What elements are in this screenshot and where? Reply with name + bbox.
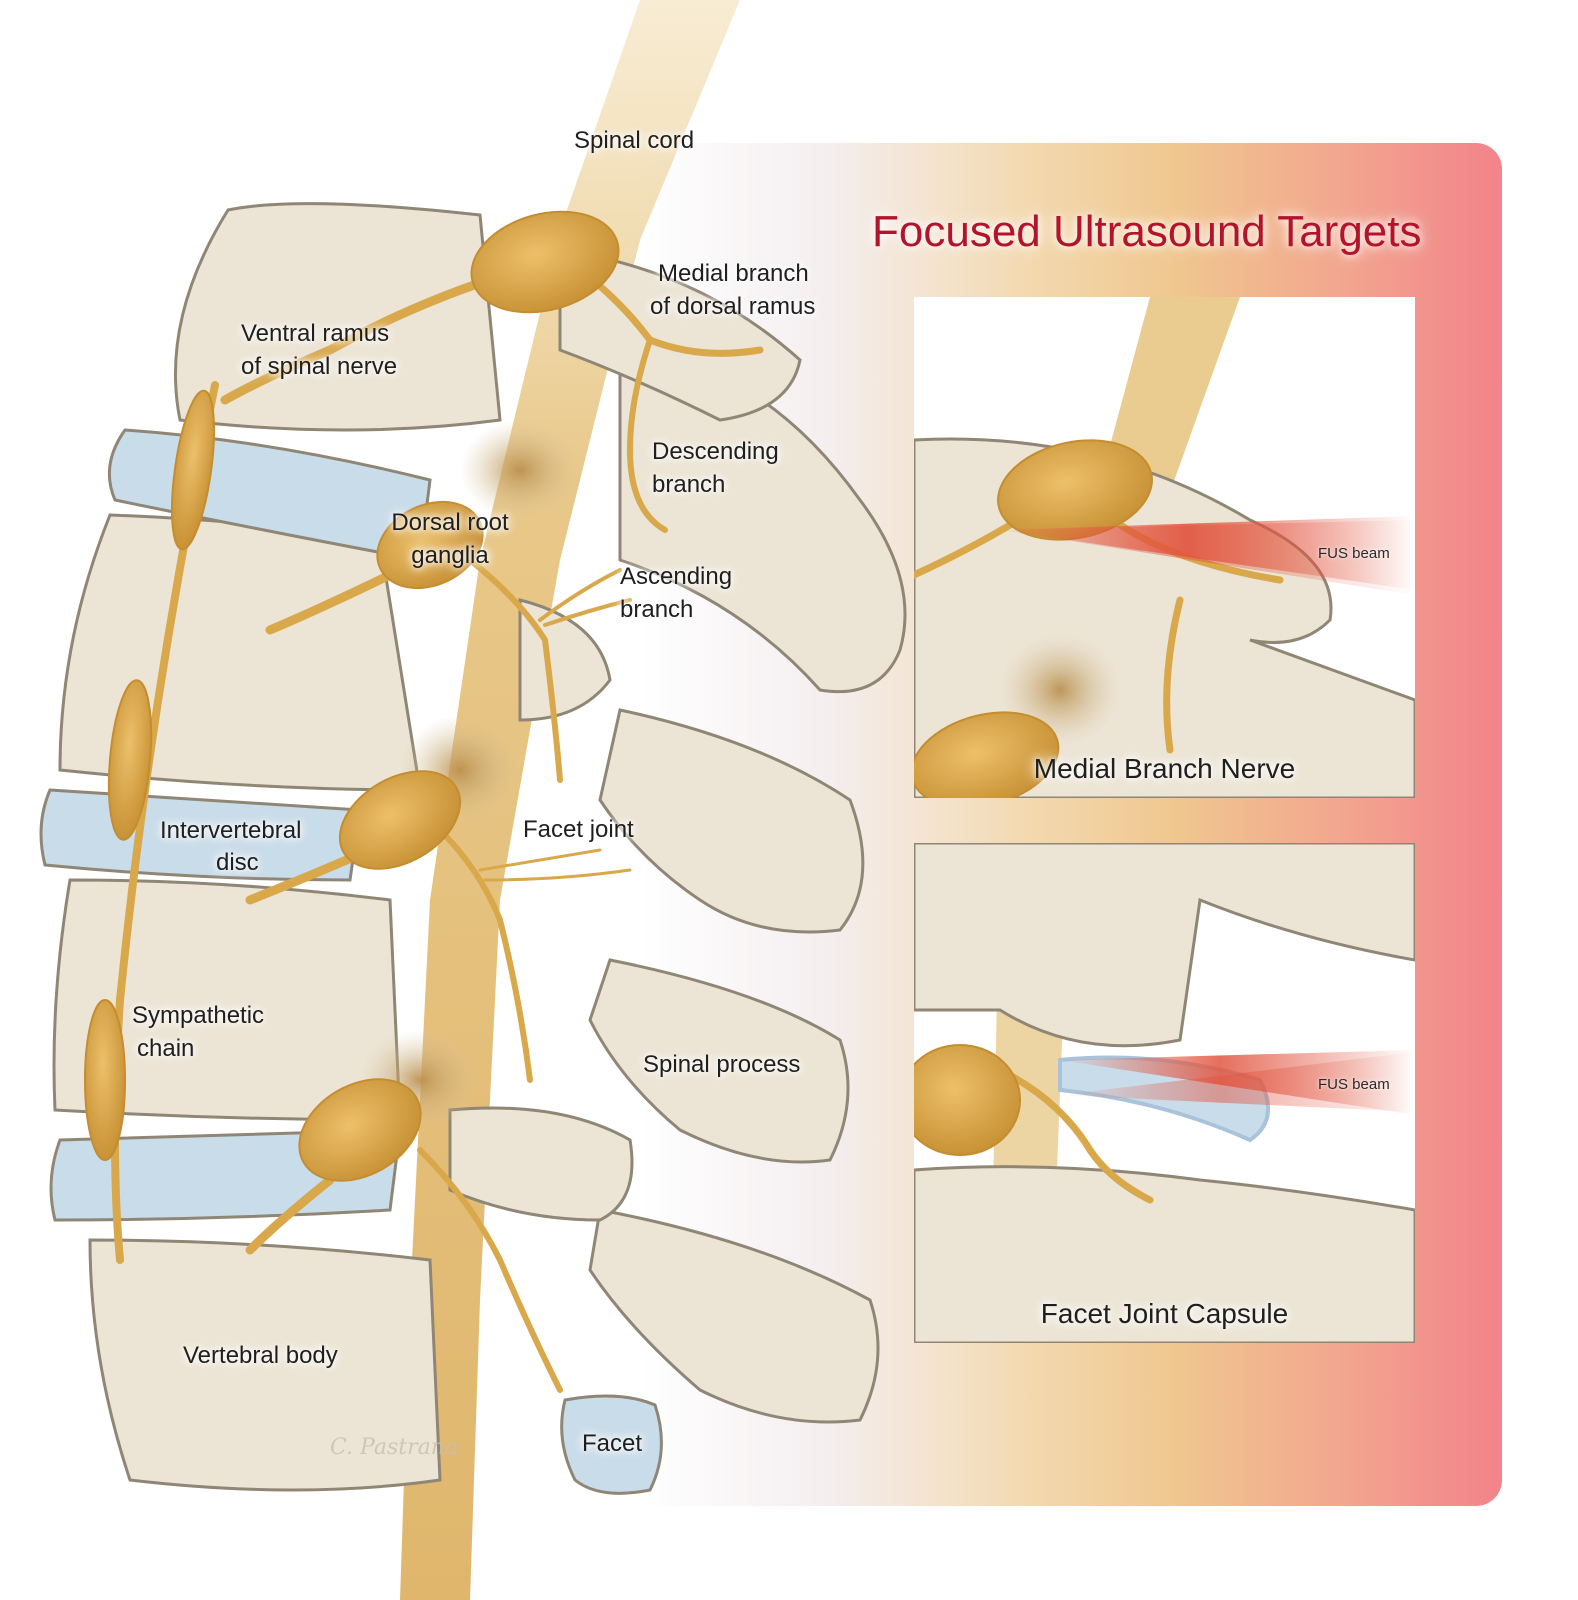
panel-1-fus-beam-label: FUS beam (1318, 545, 1390, 562)
facet-joint-nerves (478, 848, 632, 882)
label-intervertebral-disc-line2: disc (216, 849, 259, 876)
ventral-ramus-1 (220, 265, 525, 405)
sympathetic-ganglion-2 (107, 679, 153, 841)
vertebral-column (52, 202, 907, 1492)
ascending-branch (538, 568, 632, 627)
panel-1-ganglion-lower (914, 711, 1060, 798)
panel-1-fus-beam-b (1000, 520, 1415, 595)
panel-2-title: Facet Joint Capsule (1040, 1298, 1289, 1329)
panel-medial-branch (914, 297, 1415, 798)
label-descending-branch-line1: Descending (652, 438, 779, 465)
label-facet-joint: Facet joint (523, 816, 634, 843)
facet-surface (560, 1394, 663, 1495)
label-intervertebral-disc-line1: Intervertebral (160, 817, 302, 844)
vertebra-1 (174, 202, 502, 432)
label-vertebral-body: Vertebral body (183, 1342, 338, 1369)
label-ascending-branch-line1: Ascending (620, 563, 733, 590)
panel-facet-joint (914, 843, 1415, 1343)
nerves (111, 265, 764, 1393)
vertebra-3 (52, 878, 402, 1122)
panel-2-bone-upper (914, 843, 1415, 1048)
facet-joint-mid (518, 598, 612, 722)
dorsal-root-ganglion-1 (376, 500, 484, 590)
panel-2-ganglion (914, 1044, 1021, 1156)
spinal-process-3 (588, 958, 850, 1164)
sympathetic-ganglion-3 (84, 999, 126, 1161)
dorsal-ramus-4 (417, 1147, 563, 1393)
sympathetic-ganglion-1 (170, 389, 216, 551)
label-descending-branch-line2: branch (652, 471, 726, 498)
spinal-process-2 (598, 708, 865, 934)
facet-joint-lower (448, 1106, 634, 1222)
label-ventral-ramus-line1: Ventral ramus (241, 320, 390, 347)
label-spinal-process: Spinal process (643, 1051, 801, 1078)
panel-2-fus-beam-label: FUS beam (1318, 1076, 1390, 1093)
label-sympathetic-chain-line1: Sympathetic (132, 1002, 265, 1029)
label-spinal-cord: Spinal cord (574, 127, 695, 154)
panel-2-nerve (996, 1066, 1154, 1204)
foramen-1 (460, 420, 580, 520)
facet-joint-upper (558, 248, 802, 422)
sympathetic-chain (111, 381, 219, 1264)
panel-2-fus-beam-b (1060, 1052, 1415, 1112)
ganglion-top (470, 210, 620, 314)
spinal-process-4 (588, 1208, 880, 1424)
panel-1-title: Medial Branch Nerve (1033, 753, 1296, 784)
label-ascending-branch-line2: branch (620, 596, 694, 623)
descending-branch-1 (626, 337, 668, 533)
label-dorsal-root-line1: Dorsal root (391, 509, 509, 536)
label-dorsal-root-line2: ganglia (411, 542, 489, 569)
artist-signature: C. Pastrana (330, 1435, 459, 1460)
dorsal-root-ganglion-2 (338, 770, 462, 870)
label-facet: Facet (582, 1430, 643, 1457)
focused-ultrasound-targets-heading: Focused Ultrasound Targets (872, 207, 1422, 256)
panel-2-bone-lower (914, 1165, 1415, 1343)
ganglia (84, 210, 620, 1182)
dorsal-ramus-3 (437, 827, 533, 1083)
dorsal-ramus-2 (467, 557, 563, 783)
label-sympathetic-chain-line2: chain (137, 1035, 195, 1062)
label-medial-branch-line2: of dorsal ramus (650, 293, 816, 320)
label-ventral-ramus-line2: of spinal nerve (241, 353, 398, 380)
ventral-ramus-4 (245, 1175, 335, 1255)
dorsal-root-ganglion-3 (298, 1078, 422, 1182)
label-medial-branch-line1: Medial branch (658, 260, 809, 287)
